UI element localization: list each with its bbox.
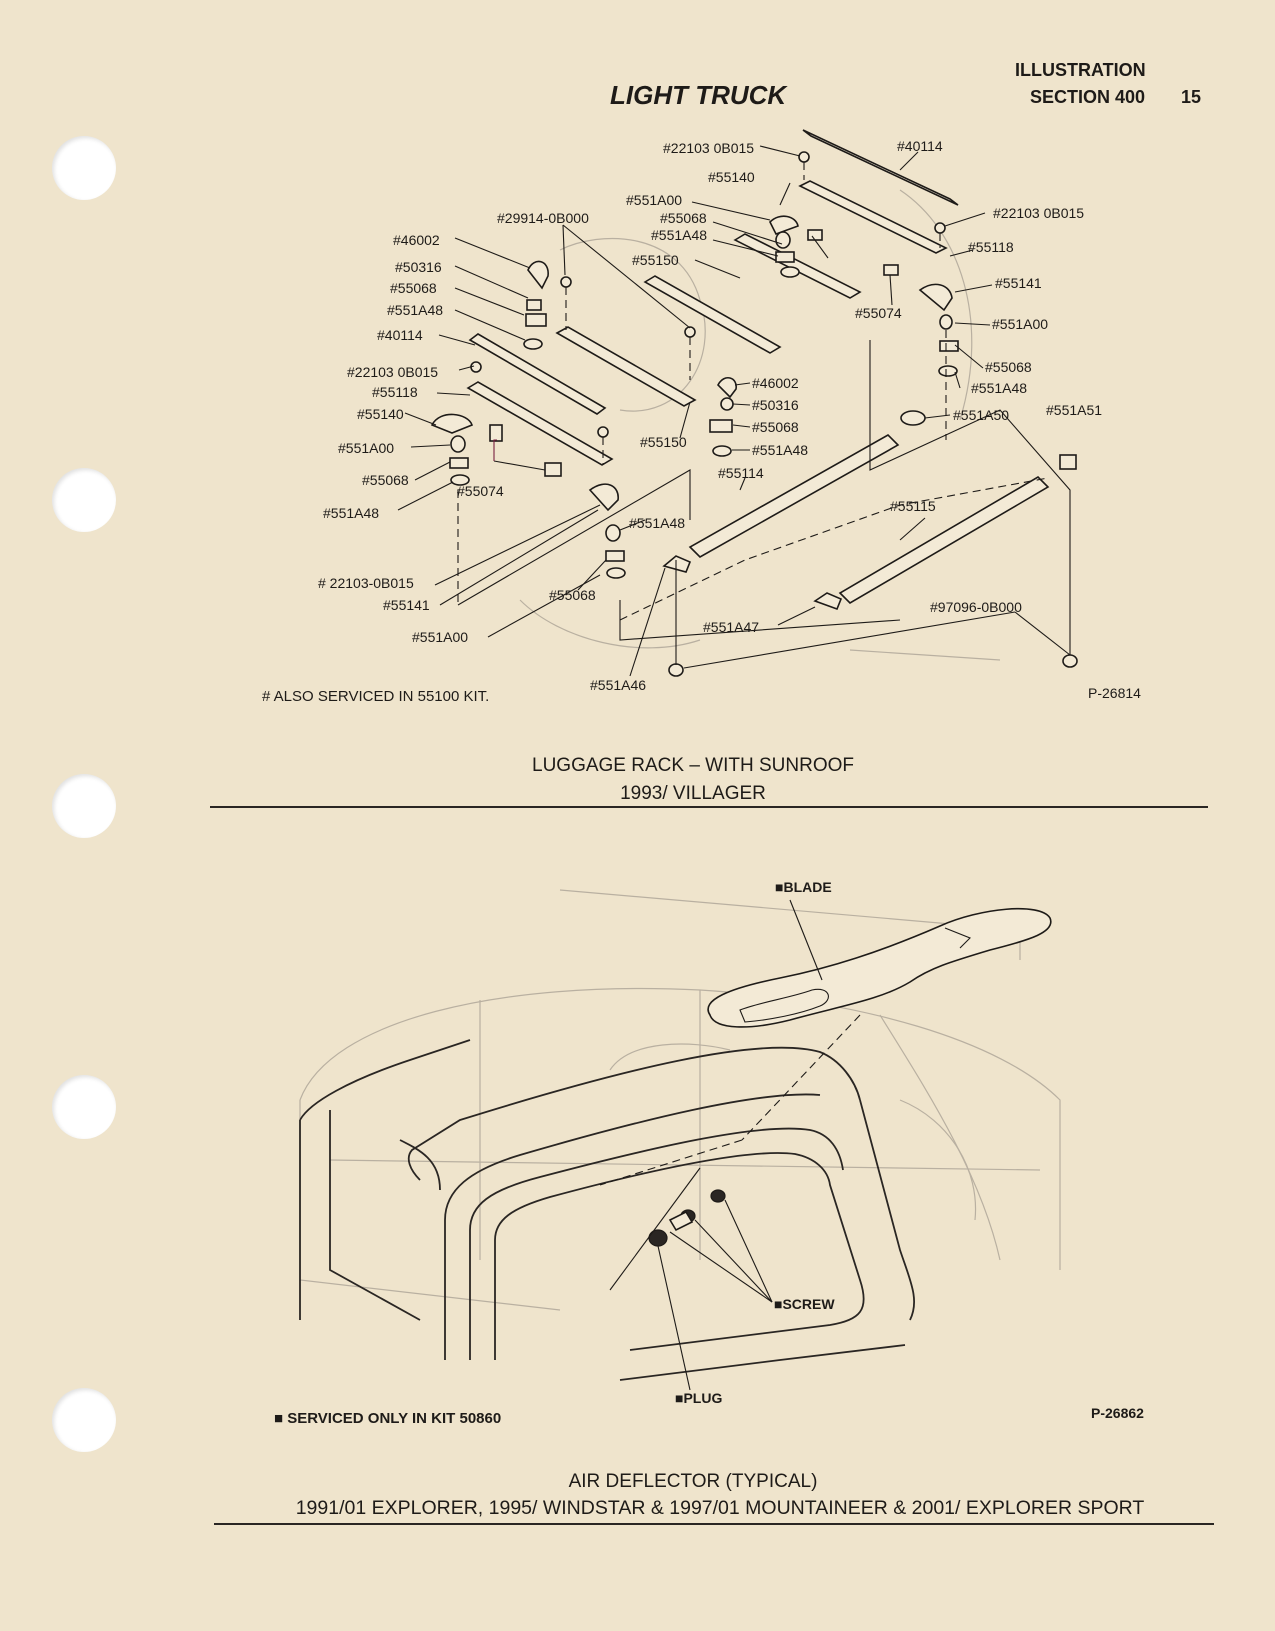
part-label: #551A48: [651, 227, 707, 243]
crossbar-55150-left: [555, 326, 697, 407]
part-label: #50316: [752, 397, 799, 413]
air-deflector-diagram: ■BLADE ■SCREW ■PLUG P-26862: [299, 879, 1144, 1421]
blade-cutout: [739, 988, 829, 1023]
part-label: #55074: [855, 305, 902, 321]
binder-hole: [52, 774, 116, 838]
part-label: #40114: [377, 327, 423, 343]
diagram1-subcaption: 1993/ VILLAGER: [620, 783, 766, 804]
screw-icon: [710, 1189, 726, 1203]
part-label: #551A48: [971, 380, 1027, 396]
part-label: #55141: [383, 597, 430, 613]
part-label: #55150: [632, 252, 679, 268]
binder-hole: [52, 468, 116, 532]
part-label: #40114: [897, 138, 943, 154]
part-label: #551A00: [992, 316, 1048, 332]
part-label: #22103 0B015: [663, 140, 754, 156]
fasteners: [648, 1189, 726, 1247]
section-label: ILLUSTRATION: [1015, 60, 1146, 80]
part-label: #46002: [393, 232, 440, 248]
part-labels: #22103 0B015 #40114 #55140 #551A00 #2210…: [318, 138, 1141, 701]
part-label: #22103 0B015: [347, 364, 438, 380]
diagram2-caption: AIR DEFLECTOR (TYPICAL): [568, 1471, 818, 1492]
part-label: #55115: [890, 498, 936, 514]
part-label: #55068: [752, 419, 799, 435]
kit-note: # ALSO SERVICED IN 55100 KIT.: [262, 688, 490, 705]
part-label: #551A46: [590, 677, 646, 693]
section-number: SECTION 400: [1030, 87, 1146, 107]
diagram2-subcaption: 1991/01 EXPLORER, 1995/ WINDSTAR & 1997/…: [295, 1497, 1145, 1519]
diagram1-caption: LUGGAGE RACK – WITH SUNROOF: [532, 755, 854, 776]
part-label: #22103 0B015: [993, 205, 1084, 221]
part-label: #551A00: [412, 629, 468, 645]
part-label: #55141: [995, 275, 1042, 291]
illustration-code: P-26862: [1091, 1405, 1144, 1421]
part-label: #55140: [708, 169, 755, 185]
part-label: #551A48: [323, 505, 379, 521]
crossbar-55118-right: [798, 180, 948, 254]
kit-note: ■ SERVICED ONLY IN KIT 50860: [274, 1410, 502, 1427]
leader-lines: [599, 899, 861, 1391]
part-label: #46002: [752, 375, 799, 391]
crossbar-55150-right: [733, 233, 862, 299]
part-label: #50316: [395, 259, 442, 275]
part-label: #55074: [457, 483, 504, 499]
crossbar-55150-center: [643, 275, 782, 354]
part-label: #551A00: [626, 192, 682, 208]
part-label: #55068: [390, 280, 437, 296]
part-label: #551A50: [953, 407, 1009, 423]
part-label: #551A48: [629, 515, 685, 531]
part-label: #55140: [357, 406, 404, 422]
side-rail-55115: [838, 475, 1050, 605]
deflector-labels: ■BLADE ■SCREW ■PLUG P-26862: [675, 879, 1144, 1421]
part-label: #55114: [718, 465, 764, 481]
plug-label: ■PLUG: [675, 1390, 722, 1406]
part-label: #29914-0B000: [497, 210, 589, 226]
truck-body: [299, 1039, 915, 1381]
part-label: #55118: [372, 384, 418, 400]
part-label: #551A00: [338, 440, 394, 456]
crossbar-55118-left: [466, 381, 614, 466]
part-label: #551A48: [752, 442, 808, 458]
binder-hole: [52, 1075, 116, 1139]
part-label: #97096-0B000: [930, 599, 1022, 615]
part-label: #55068: [362, 472, 409, 488]
blade-label: ■BLADE: [775, 879, 832, 895]
divider-rule: [214, 1523, 1214, 1525]
divider-rule: [210, 806, 1208, 808]
part-label: #55118: [968, 239, 1014, 255]
page-title: LIGHT TRUCK: [610, 80, 787, 110]
part-label: #55068: [985, 359, 1032, 375]
page-number: 15: [1181, 87, 1202, 107]
illustration-code: P-26814: [1088, 685, 1141, 701]
part-label: # 22103-0B015: [318, 575, 414, 591]
part-label: #55150: [640, 434, 687, 450]
slat-40114-top: [802, 129, 959, 206]
side-rail-55114: [688, 434, 900, 558]
part-label: #551A47: [703, 619, 759, 635]
screw-label: ■SCREW: [774, 1296, 835, 1312]
part-label: #551A48: [387, 302, 443, 318]
part-label: #551A51: [1046, 402, 1102, 418]
part-label: #55068: [549, 587, 596, 603]
binder-hole: [52, 1388, 116, 1452]
leader-lines: [397, 145, 1071, 677]
slat-40114-left: [468, 333, 607, 415]
blade-part: [707, 907, 1052, 1028]
ghost-illustration: [519, 189, 1001, 661]
luggage-rack-diagram: #22103 0B015 #40114 #55140 #551A00 #2210…: [318, 129, 1141, 701]
part-label: #55068: [660, 210, 707, 226]
plug-icon: [648, 1229, 668, 1247]
binder-hole: [52, 136, 116, 200]
